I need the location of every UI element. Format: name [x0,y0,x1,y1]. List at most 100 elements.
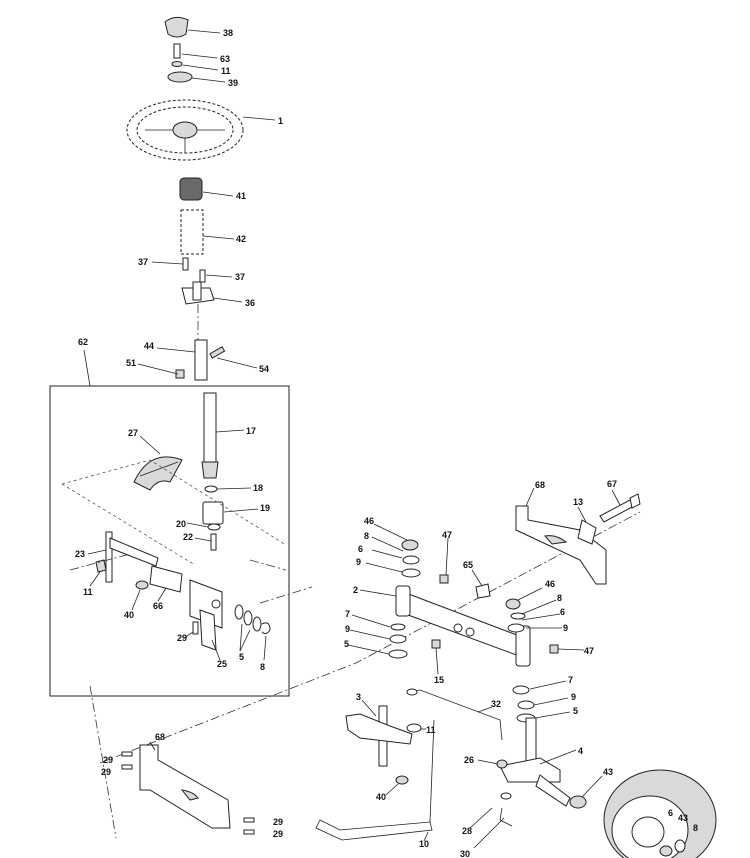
callout-label: 6 [560,607,565,617]
callout-label: 11 [426,725,436,735]
callout-label: 40 [124,610,134,620]
callout-label: 1 [278,116,283,126]
bolts-29-left [121,751,255,835]
callout-label: 43 [603,767,613,777]
small-ring [204,485,252,493]
steering-adapter [179,177,234,201]
callout-label: 41 [236,191,246,201]
callout-label: 11 [221,66,231,76]
left-spindle-stack [347,523,421,659]
callout-label: 10 [419,839,429,849]
spacer-13 [577,506,597,545]
washer-43-spacer [569,775,603,809]
callout-label: 63 [220,54,230,64]
callout-label: 29 [103,755,113,765]
nut-26 [477,759,508,769]
steering-bolt [173,43,218,59]
callout-label: 8 [693,823,698,833]
callout-label: 6 [668,808,673,818]
callout-label: 7 [345,609,350,619]
assembly-box [49,385,290,697]
steering-cap [164,16,221,38]
callout-label: 51 [126,358,136,368]
callout-label: 8 [364,531,369,541]
bolts-37 [151,257,233,283]
callout-label: 7 [568,675,573,685]
callout-label: 8 [260,662,265,672]
callout-label: 47 [442,530,452,540]
callout-label: 32 [491,699,501,709]
pinion-bracket [202,501,259,525]
callout-label: 37 [235,272,245,282]
clip-8 [261,622,271,661]
front-bracket [515,487,607,585]
callout-label: 9 [345,624,350,634]
callout-label: 19 [260,503,270,513]
callout-label: 26 [464,755,474,765]
bolt-67 [599,489,641,523]
grease-fittings [431,537,585,675]
bolt-22 [194,533,217,551]
steering-washer [167,71,226,83]
washer-40 [131,580,149,611]
callout-label: 9 [571,692,576,702]
callout-label: 65 [463,560,473,570]
callout-label: 15 [434,675,444,685]
callout-label: 3 [356,692,361,702]
callout-label: 25 [217,659,227,669]
callout-label: 67 [607,479,617,489]
callout-label: 68 [535,480,545,490]
steering-shaft-upper [137,339,258,381]
callout-label: 46 [364,516,374,526]
callout-label: 20 [176,519,186,529]
steering-wheel [126,99,276,161]
left-spindle [345,699,413,767]
callout-label: 39 [228,78,238,88]
callout-label: 22 [183,532,193,542]
callout-label: 44 [144,341,154,351]
lower-bracket [139,741,231,829]
small-washer [171,61,219,71]
callout-label: 43 [678,813,688,823]
callout-label: 42 [236,234,246,244]
callout-label: 2 [353,585,358,595]
washer-28 [469,792,513,849]
support-bracket [189,579,223,661]
callout-labels: 38 63 11 39 1 41 42 37 37 36 62 44 54 51… [75,28,698,858]
callout-label: 29 [273,817,283,827]
callout-label: 11 [83,587,93,597]
tie-rod-32 [406,688,503,741]
callout-label: 37 [138,257,148,267]
callout-label: 18 [253,483,263,493]
front-wheel [603,769,717,858]
callout-label: 66 [153,601,163,611]
callout-label: 8 [557,593,562,603]
bushing-66 [149,565,183,602]
callout-label: 17 [246,426,256,436]
bolt-29 [183,621,199,639]
callout-label: 9 [356,557,361,567]
nut-40 [385,775,409,796]
callout-label: 40 [376,792,386,802]
callout-label: 47 [584,646,594,656]
steering-shaft [201,392,245,479]
callout-label: 29 [273,829,283,839]
callout-label: 68 [155,732,165,742]
callout-label: 5 [573,706,578,716]
callout-label: 13 [573,497,583,507]
bushing-65 [471,569,491,599]
column-bracket [181,281,243,305]
callout-label: 9 [563,623,568,633]
front-axle [359,585,531,667]
callout-label: 36 [245,298,255,308]
callout-label: 38 [223,28,233,38]
right-spindle [499,717,577,807]
callout-label: 30 [460,849,470,858]
callout-label: 29 [101,767,111,777]
pivot-shaft [87,531,159,583]
drag-link-10 [315,719,435,842]
washer-11 [406,723,426,733]
sector-gear [133,435,183,491]
callout-label: 54 [259,364,269,374]
